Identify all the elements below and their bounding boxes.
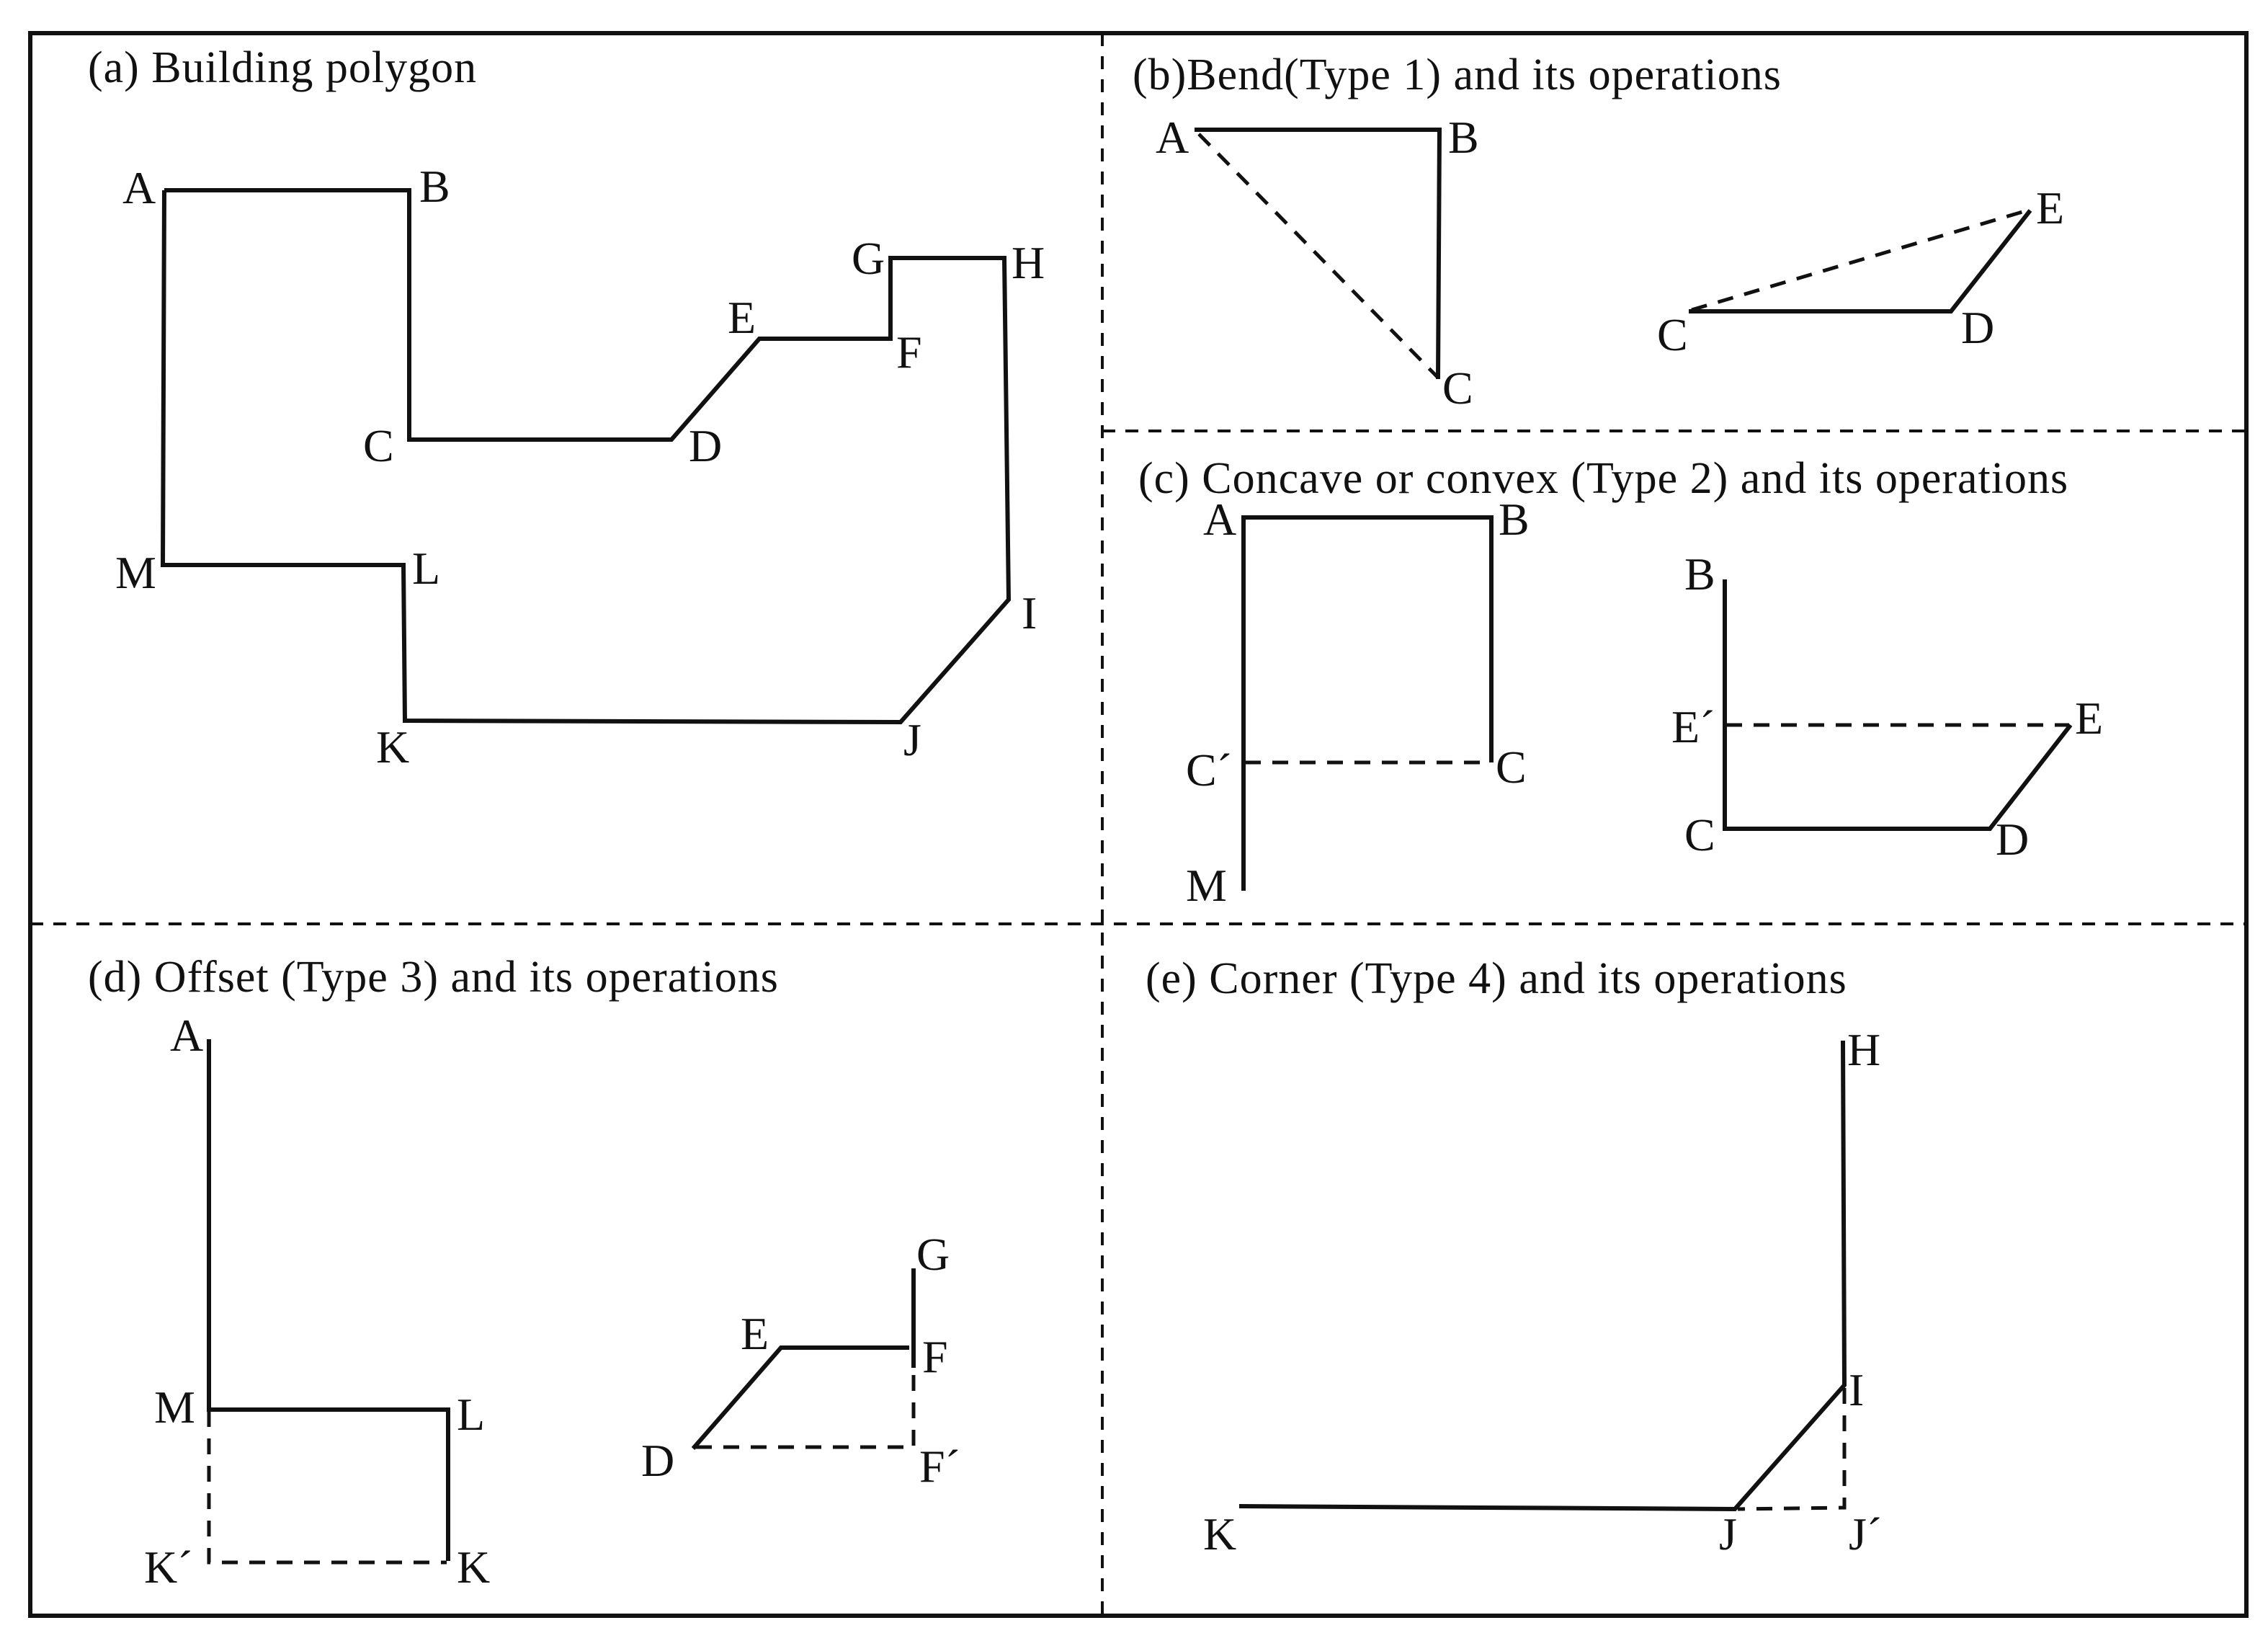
vertex-label-b: B [419, 161, 450, 212]
offset-1-dashed [207, 1411, 447, 1565]
vertex-label-c-d: D [1996, 814, 2029, 865]
vertex-label-f: F [896, 326, 922, 378]
vertex-label-d-d: D [641, 1435, 674, 1486]
vertex-label-e-h: H [1847, 1024, 1880, 1075]
vertex-label-c: C [363, 420, 394, 471]
panel-e: (e) Corner (Type 4) and its operations H… [1146, 954, 1882, 1560]
vertex-label-d-f: F [922, 1331, 948, 1382]
panel-d: (d) Offset (Type 3) and its operations A… [88, 953, 960, 1593]
vertex-label-d-m: M [154, 1382, 195, 1433]
vertex-label-d-g: G [916, 1229, 950, 1280]
vertex-label-c-cprime: C´ [1186, 744, 1232, 796]
vertex-label-c-c1: C [1496, 742, 1527, 793]
vertex-label-d: D [689, 420, 722, 471]
vertex-label-g: G [852, 233, 885, 284]
vertex-label-b-a: A [1156, 112, 1189, 163]
vertex-label-b-c1: C [1442, 362, 1473, 414]
vertex-label-b-d: D [1961, 302, 1994, 353]
concave-1-solid [1241, 515, 1494, 891]
vertex-label-e-k: K [1203, 1508, 1236, 1560]
panel-a: (a) Building polygon A B C D E F G H I J… [88, 43, 1045, 773]
concave-2-solid [1723, 579, 2073, 831]
vertex-label-b-e: E [2036, 182, 2064, 233]
vertex-label-h: H [1012, 237, 1045, 288]
vertex-label-l: L [412, 543, 440, 594]
vertex-label-c-b1: B [1499, 494, 1530, 545]
vertex-label-d-fprime: F´ [919, 1441, 960, 1492]
vertex-label-e-jprime: J´ [1849, 1508, 1882, 1560]
vertex-label-c-c2: C [1684, 809, 1715, 860]
vertex-label-c-e: E [2075, 693, 2103, 744]
vertex-label-e-j: J [1719, 1508, 1737, 1560]
vertex-label-d-k: K [457, 1542, 490, 1593]
panel-a-title: (a) Building polygon [88, 43, 477, 92]
panel-c: (c) Concave or convex (Type 2) and its o… [1138, 454, 2103, 911]
vertex-label-k: K [376, 721, 409, 773]
vertex-label-d-l: L [457, 1389, 485, 1440]
panel-b-title: (b)Bend(Type 1) and its operations [1133, 50, 1782, 99]
outer-frame [28, 31, 2249, 1618]
vertex-label-c-eprime: E´ [1671, 701, 1715, 752]
vertex-label-c-m: M [1186, 860, 1227, 911]
panel-e-title: (e) Corner (Type 4) and its operations [1146, 954, 1847, 1003]
vertex-label-c-b2: B [1684, 548, 1715, 600]
vertex-label-d-a: A [170, 1010, 203, 1061]
panel-d-title: (d) Offset (Type 3) and its operations [88, 953, 779, 1002]
vertex-label-b-c2: C [1657, 309, 1688, 360]
vertex-label-b-b: B [1448, 112, 1479, 163]
bend-2-dashed [1691, 208, 2028, 312]
offset-2-solid [691, 1345, 909, 1450]
panel-b: (b)Bend(Type 1) and its operations A B C… [1133, 50, 2064, 414]
vertex-label-d-e: E [741, 1308, 769, 1359]
vertex-label-e: E [728, 292, 756, 343]
corner-dashed [1737, 1388, 1847, 1511]
building-polygon-outline [160, 188, 1012, 725]
vertex-label-e-i: I [1849, 1364, 1864, 1415]
bend-1-solid [1195, 128, 1442, 380]
offset-1-solid [207, 1039, 450, 1561]
vertex-label-a: A [122, 162, 156, 213]
panel-c-title: (c) Concave or convex (Type 2) and its o… [1138, 454, 2068, 503]
vertex-label-i: I [1022, 587, 1037, 639]
bend-2-solid [1689, 209, 2032, 313]
vertex-label-c-a: A [1203, 494, 1236, 545]
bend-1-dashed [1197, 133, 1439, 379]
vertex-label-d-kprime: K´ [144, 1542, 193, 1593]
vertex-label-j: J [903, 714, 921, 765]
corner-solid [1238, 1040, 1847, 1512]
vertex-label-m: M [115, 547, 156, 598]
